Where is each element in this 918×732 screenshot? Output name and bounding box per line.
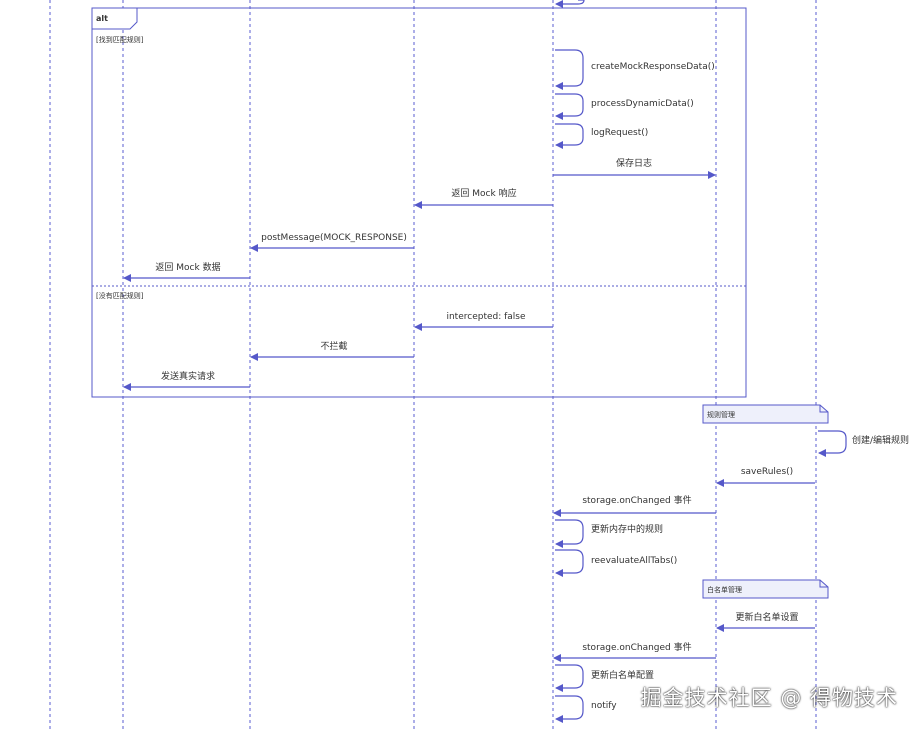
msg-storage-changed-1-label: storage.onChanged 事件 xyxy=(582,494,691,506)
msg-post-message: postMessage(MOCK_RESPONSE) xyxy=(250,233,414,252)
msg-log-request-label: logRequest() xyxy=(591,128,648,138)
msg-create-edit-rule-label: 创建/编辑规则 xyxy=(852,434,909,446)
msg-update-whitelist-settings: 更新白名单设置 xyxy=(716,611,815,632)
self-message-notify: notify xyxy=(555,695,617,723)
note-rule-management-label: 规则管理 xyxy=(707,410,735,419)
self-message-update-whitelist-config: 更新白名单配置 xyxy=(555,664,654,692)
alt-tag-box xyxy=(91,7,138,30)
msg-save-rules: saveRules() xyxy=(716,467,815,487)
alt-tag-label: alt xyxy=(96,14,108,23)
msg-post-message-label: postMessage(MOCK_RESPONSE) xyxy=(261,233,407,243)
msg-send-real-request-label: 发送真实请求 xyxy=(161,370,215,382)
msg-intercepted-false: intercepted: false xyxy=(414,312,553,331)
msg-update-whitelist-config-label: 更新白名单配置 xyxy=(591,669,654,681)
msg-notify-label: notify xyxy=(591,701,617,711)
partial-self-message xyxy=(555,0,585,8)
msg-no-intercept-label: 不拦截 xyxy=(320,340,347,352)
msg-storage-changed-2-label: storage.onChanged 事件 xyxy=(582,641,691,653)
self-message-update-memory-rules: 更新内存中的规则 xyxy=(555,519,663,548)
alt-fragment: alt [找到匹配规则] [没有匹配规则] xyxy=(91,7,747,398)
msg-reevaluate-label: reevaluateAllTabs() xyxy=(591,556,677,566)
self-message-create-edit-rule: 创建/编辑规则 xyxy=(818,430,909,457)
alt-branch1-label: [找到匹配规则] xyxy=(96,35,144,44)
msg-update-memory-rules-label: 更新内存中的规则 xyxy=(591,523,663,535)
msg-return-mock-response: 返回 Mock 响应 xyxy=(414,187,553,209)
msg-save-log: 保存日志 xyxy=(553,157,716,179)
msg-save-log-label: 保存日志 xyxy=(616,157,652,169)
self-message-create-mock: createMockResponseData() xyxy=(555,49,715,90)
self-message-process-dynamic: processDynamicData() xyxy=(555,93,694,120)
msg-no-intercept: 不拦截 xyxy=(250,340,414,361)
self-message-log-request: logRequest() xyxy=(555,123,648,149)
msg-create-mock-label: createMockResponseData() xyxy=(591,62,715,72)
note-whitelist-management-label: 白名单管理 xyxy=(707,585,742,594)
msg-process-dynamic-label: processDynamicData() xyxy=(591,99,694,109)
note-rule-management: 规则管理 xyxy=(702,404,829,424)
msg-send-real-request: 发送真实请求 xyxy=(123,370,250,391)
msg-update-whitelist-settings-label: 更新白名单设置 xyxy=(735,611,798,623)
watermark: 掘金技术社区 @ 得物技术 xyxy=(640,686,898,710)
self-message-reevaluate: reevaluateAllTabs() xyxy=(555,549,677,577)
msg-intercepted-false-label: intercepted: false xyxy=(446,312,526,322)
msg-save-rules-label: saveRules() xyxy=(741,467,793,477)
msg-return-mock-response-label: 返回 Mock 响应 xyxy=(451,187,516,199)
msg-storage-changed-2: storage.onChanged 事件 xyxy=(553,641,716,662)
lifelines xyxy=(49,0,817,732)
alt-branch2-label: [没有匹配规则] xyxy=(96,291,144,300)
note-whitelist-management: 白名单管理 xyxy=(702,579,829,599)
msg-return-mock-data: 返回 Mock 数据 xyxy=(123,261,250,282)
msg-storage-changed-1: storage.onChanged 事件 xyxy=(553,494,716,517)
msg-return-mock-data-label: 返回 Mock 数据 xyxy=(155,261,220,273)
alt-frame xyxy=(91,7,747,398)
